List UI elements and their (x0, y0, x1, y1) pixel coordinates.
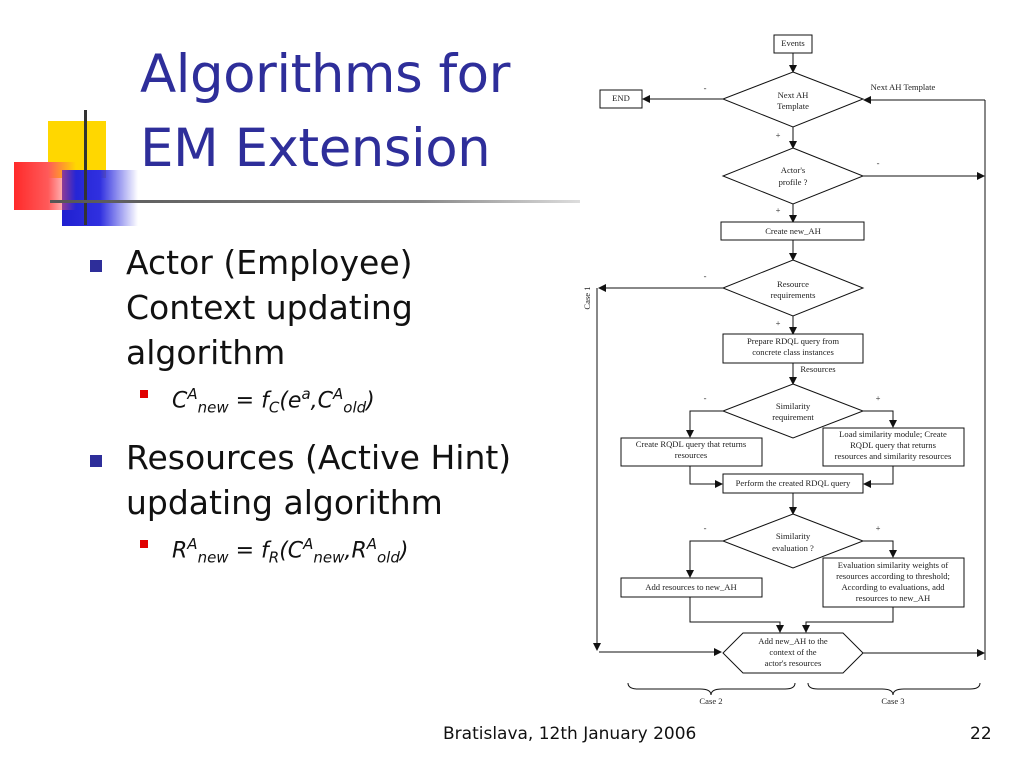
load-similarity-label: Load similarity module; Create (839, 429, 947, 439)
arrow (863, 410, 897, 428)
add-to-context-box (722, 632, 864, 674)
bullet-actor-context: Actor (Employee) Context updating algori… (88, 240, 558, 375)
case3-brace (807, 682, 981, 696)
evaluation-weights-label: resources to new_AH (856, 593, 930, 603)
add-resources-box (620, 577, 763, 598)
perform-rdql-label: Perform the created RDQL query (736, 478, 851, 488)
add-to-context-label: context of the (769, 647, 816, 657)
arrow (689, 466, 723, 488)
arrow (686, 410, 723, 438)
minus-label: - (704, 523, 707, 533)
arrow (686, 540, 723, 578)
title-divider (50, 200, 580, 203)
case2-label: Case 2 (699, 696, 722, 706)
arrow (689, 597, 784, 633)
formula-context-update: CAnew = fC(ea,CAold) (88, 379, 558, 423)
plus-label: + (876, 393, 881, 403)
minus-label: - (704, 83, 707, 93)
prepare-rdql-label: Prepare RDQL query from (747, 336, 839, 346)
arrow (863, 540, 897, 558)
bullet-text-line: algorithm (126, 333, 286, 372)
footer-text: Bratislava, 12th January 2006 (443, 724, 697, 744)
events-label: Events (781, 38, 805, 48)
resource-requirements-label: requirements (771, 290, 817, 300)
plus-label: + (776, 130, 781, 140)
create-rqdl-box (620, 437, 763, 467)
case1-label: Case 1 (582, 286, 592, 309)
evaluation-weights-label: resources according to threshold; (836, 571, 950, 581)
case3-label: Case 3 (881, 696, 904, 706)
create-rqdl-label: resources (675, 450, 708, 460)
similarity-evaluation-decision (721, 513, 865, 569)
arrow (802, 607, 894, 633)
actor-profile-decision (721, 147, 865, 205)
add-to-context-label: actor's resources (765, 658, 822, 668)
bullet-text-line: Context updating (126, 288, 413, 327)
actor-profile-label: Actor's (781, 165, 806, 175)
sub-bullet-square-icon (140, 539, 148, 548)
end-box (599, 89, 643, 109)
bullet-square-icon (90, 454, 102, 467)
similarity-evaluation-label: evaluation ? (772, 543, 814, 553)
next-ah-template-label: Next AH Template (871, 82, 936, 92)
page-number: 22 (970, 724, 992, 744)
slide-title-line-2: EM Extension (140, 118, 491, 179)
load-similarity-label: resources and similarity resources (835, 451, 952, 461)
bullet-resources-update: Resources (Active Hint) updating algorit… (88, 435, 558, 525)
resources-label: Resources (800, 364, 836, 374)
load-similarity-box (822, 427, 965, 467)
plus-label: + (876, 523, 881, 533)
plus-label: + (776, 205, 781, 215)
add-to-context-label: Add new_AH to the (758, 636, 828, 646)
algorithm-flowchart: Events END Next AH Template Next AH Temp… (582, 34, 986, 706)
load-similarity-label: RQDL query that returns (850, 440, 936, 450)
minus-label: - (704, 393, 707, 403)
case2-brace (627, 682, 796, 696)
next-ah-label: Template (777, 101, 809, 111)
similarity-requirement-label: Similarity (776, 401, 811, 411)
actor-profile-label: profile ? (779, 177, 808, 187)
similarity-requirement-label: requirement (772, 412, 814, 422)
bullet-text-line: Resources (Active Hint) (126, 437, 512, 477)
resource-requirements-label: Resource (777, 279, 809, 289)
next-ah-label: Next AH (778, 90, 809, 100)
evaluation-weights-label: According to evaluations, add (841, 582, 945, 592)
create-new-ah-label: Create new_AH (765, 226, 821, 236)
arrow (863, 466, 894, 488)
add-resources-label: Add resources to new_AH (645, 582, 736, 592)
prepare-rdql-label: concrete class instances (752, 347, 834, 357)
end-label: END (612, 93, 630, 103)
similarity-requirement-decision (721, 383, 865, 439)
bullet-text-line: Actor (Employee) (126, 243, 413, 282)
bullet-square-icon (90, 260, 102, 272)
minus-label: - (704, 271, 707, 281)
sub-bullet-square-icon (140, 390, 148, 398)
deco-vertical-line (84, 110, 87, 225)
slide-title-line-1: Algorithms for (140, 44, 510, 105)
evaluation-weights-label: Evaluation similarity weights of (838, 560, 949, 570)
similarity-evaluation-label: Similarity (776, 531, 811, 541)
formula-resources-update: RAnew = fR(CAnew,RAold) (88, 529, 558, 573)
bullet-list: Actor (Employee) Context updating algori… (88, 240, 558, 584)
plus-label: + (776, 318, 781, 328)
create-rqdl-label: Create RQDL query that returns (636, 439, 747, 449)
minus-label: - (877, 158, 880, 168)
bullet-text-line: updating algorithm (126, 482, 443, 522)
